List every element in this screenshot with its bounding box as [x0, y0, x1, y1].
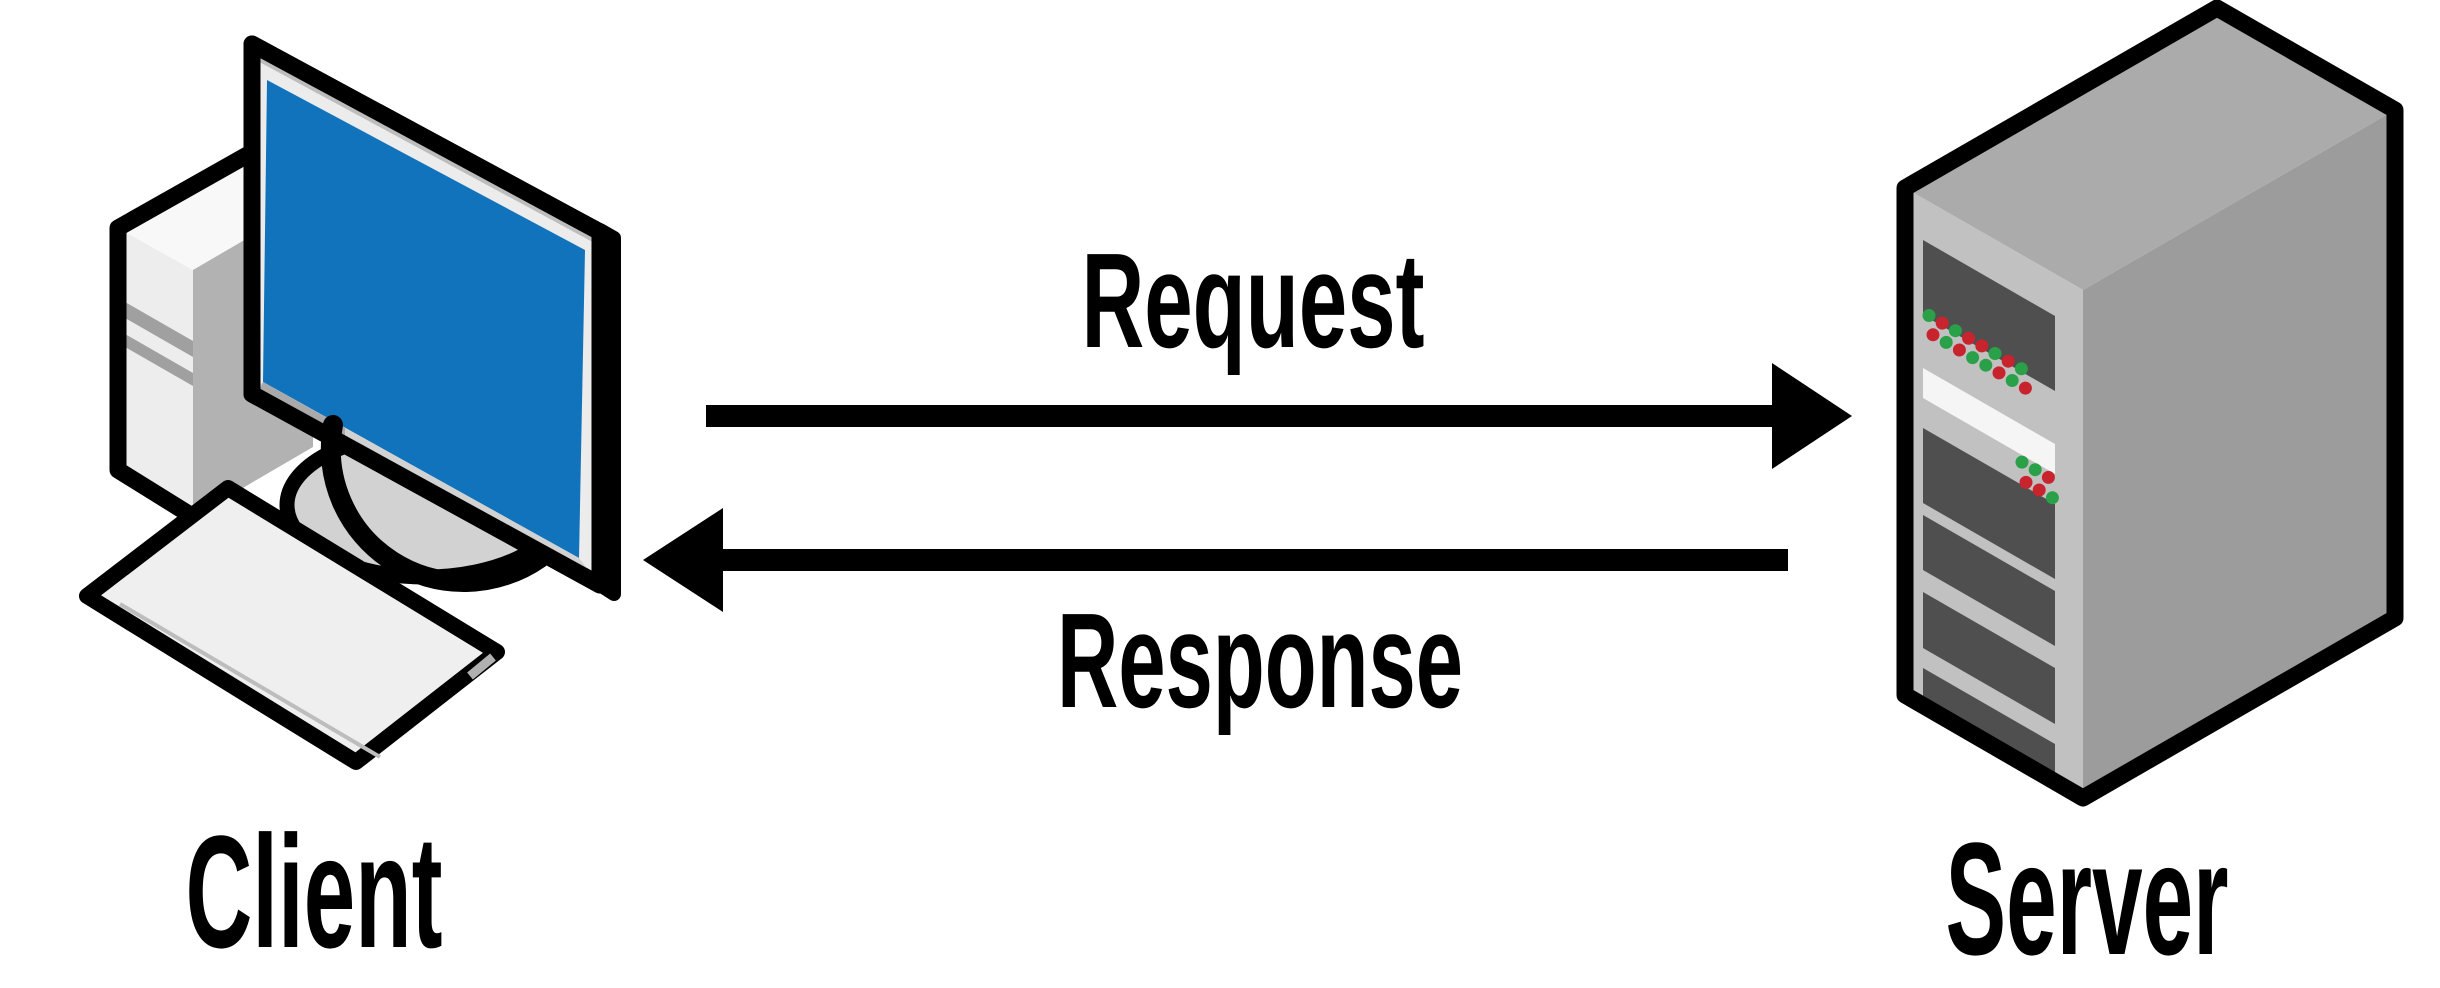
response-arrow-shaft	[715, 549, 1788, 571]
request-arrowhead	[1772, 363, 1852, 469]
server-slot	[1923, 592, 2055, 724]
tower-vent-stripe	[118, 298, 193, 357]
tower-vent-stripe	[118, 330, 193, 386]
server-slot	[1923, 428, 2055, 579]
server-white-stripe	[1923, 368, 2055, 474]
server-label: Server	[1946, 809, 2229, 988]
server-led	[2001, 354, 2015, 368]
server-led	[1939, 335, 1953, 349]
server-led	[1948, 324, 1962, 338]
server-led	[2041, 470, 2055, 484]
client-illustration	[79, 35, 621, 770]
server-outline	[1896, 0, 2404, 807]
server-led	[2028, 463, 2042, 477]
server-led	[2014, 362, 2028, 376]
server-led	[2015, 455, 2029, 469]
tower-front-face	[118, 228, 193, 517]
server-led	[1979, 358, 1993, 372]
request-arrow-shaft	[706, 405, 1785, 427]
server-led	[2018, 381, 2032, 395]
client-label: Client	[186, 802, 443, 981]
response-arrow	[643, 508, 1788, 612]
server-led	[2005, 374, 2019, 387]
keyboard-key-divider	[118, 602, 382, 759]
monitor-outline	[243, 35, 609, 594]
server-led	[1952, 343, 1966, 357]
request-label: Request	[1082, 225, 1425, 376]
stand-neck-arc	[320, 415, 550, 592]
server-led	[1992, 366, 2006, 380]
server-top-face	[1905, 8, 2395, 290]
server-slot	[1923, 240, 2055, 391]
server-illustration	[1896, 0, 2404, 807]
response-label: Response	[1057, 585, 1463, 736]
server-led	[2032, 483, 2046, 497]
server-led	[2045, 491, 2059, 505]
request-arrow	[706, 363, 1852, 469]
client-monitor-icon	[243, 35, 621, 601]
server-led	[1962, 331, 1976, 345]
server-leds-top	[1922, 309, 2032, 395]
server-leds-lower	[2015, 455, 2059, 505]
server-slot	[1923, 515, 2055, 646]
client-keyboard-icon	[79, 480, 505, 770]
server-led	[1975, 339, 1989, 353]
response-arrowhead	[643, 508, 723, 612]
server-led	[1926, 328, 1940, 342]
server-led	[1966, 351, 1980, 365]
server-led	[1935, 316, 1949, 330]
keyboard-edge-shade	[467, 653, 496, 680]
server-right-face	[2083, 110, 2395, 798]
server-led	[2019, 475, 2033, 489]
server-led	[1922, 309, 1936, 322]
monitor-screen	[263, 80, 585, 558]
server-led	[1988, 347, 2002, 360]
tower-outline	[109, 141, 265, 530]
keyboard-body	[79, 480, 505, 770]
